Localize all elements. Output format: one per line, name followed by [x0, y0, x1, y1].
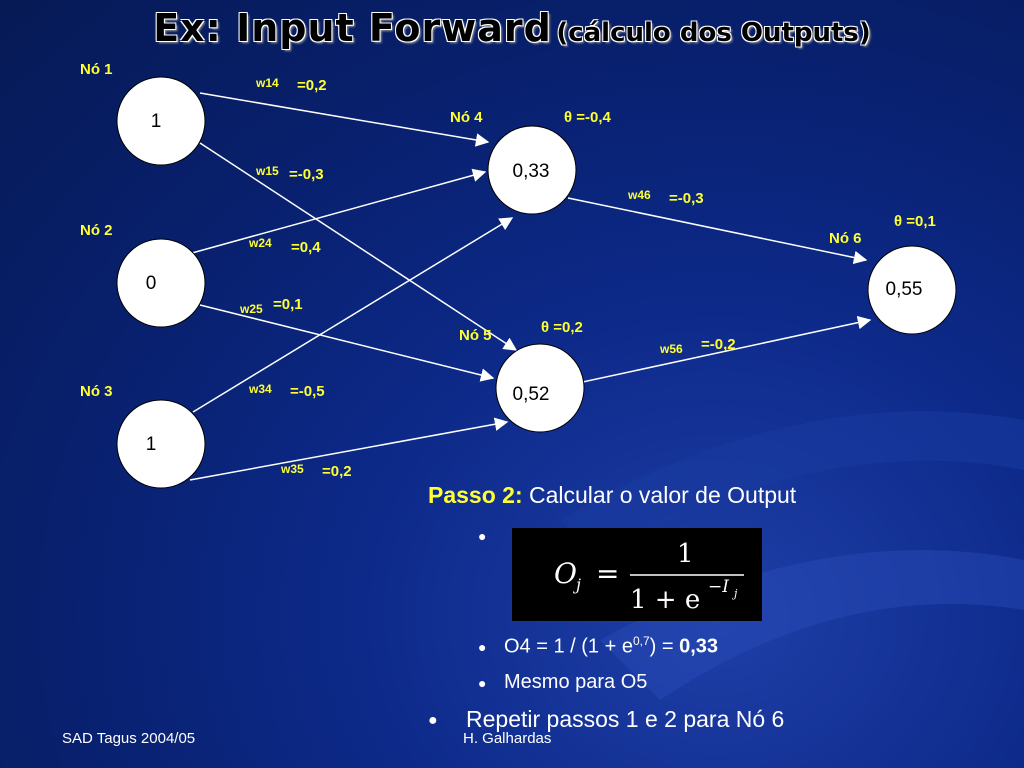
node-6-label: Nó 6 [829, 230, 862, 247]
node-1-label: Nó 1 [80, 61, 113, 78]
edge-w24 [191, 168, 487, 254]
weight-w25-value: =0,1 [273, 296, 303, 313]
weight-w34-name: w34 [249, 382, 272, 396]
node-5 [495, 343, 585, 433]
bullet-dot-icon: ● [478, 674, 487, 691]
o5-text: Mesmo para O5 [504, 671, 648, 693]
node-1 [116, 76, 206, 166]
sigmoid-formula: O j = 1 1 + e −I j [512, 528, 762, 621]
step-text: Calcular o valor de Output [529, 482, 797, 508]
bullet-dot-icon: ● [478, 639, 487, 656]
formula-lhs: O [554, 557, 577, 590]
edge-w35 [189, 417, 509, 481]
title-main: Ex: Input Forward [153, 6, 552, 50]
title-sub: (cálculo dos Outputs) [556, 18, 871, 48]
formula-graphic: O j = 1 1 + e −I j [554, 539, 744, 615]
formula-exponent-sub: j [731, 587, 738, 600]
o4-result: 0,33 [679, 635, 719, 658]
formula-equals: = [596, 557, 619, 590]
weight-w35-name: w35 [281, 462, 304, 476]
repeat-text: Repetir passos 1 e 2 para Nó 6 [466, 706, 785, 732]
bullet-o5: ● Mesmo para O5 [478, 671, 647, 694]
step-label: Passo 2: [428, 482, 523, 508]
node-5-theta: θ =0,2 [541, 319, 583, 336]
node-4 [487, 125, 577, 215]
edge-w56 [577, 315, 872, 384]
node-6-theta: θ =0,1 [894, 213, 936, 230]
weight-w24-value: =0,4 [291, 239, 321, 256]
o4-exponent: 0,7 [632, 634, 650, 648]
edge-w14 [199, 92, 490, 147]
weight-w25-name: w25 [240, 302, 263, 316]
formula-lhs-sub: j [573, 575, 581, 594]
weight-w15-value: =-0,3 [289, 166, 324, 183]
weight-w46-value: =-0,3 [669, 190, 704, 207]
weight-w24-name: w24 [249, 236, 272, 250]
footer-left: SAD Tagus 2004/05 [62, 730, 196, 747]
node-3 [116, 399, 206, 489]
node-1-value: 1 [150, 111, 162, 132]
formula-denominator: 1 + e [630, 585, 700, 615]
weight-w14-name: w14 [256, 76, 279, 90]
bullet-dot-icon: ● [428, 711, 438, 729]
bullet-repeat: ● Repetir passos 1 e 2 para Nó 6 [428, 706, 784, 733]
weight-w56-value: =-0,2 [701, 336, 736, 353]
edge-w46 [567, 197, 868, 265]
node-4-theta: θ =-0,4 [564, 109, 611, 126]
node-2 [116, 238, 206, 328]
page-title: Ex: Input Forward (cálculo dos Outputs) [0, 6, 1024, 50]
node-5-label: Nó 5 [459, 327, 492, 344]
node-3-value: 1 [145, 434, 157, 455]
node-5-value: 0,52 [512, 384, 550, 405]
node-4-value: 0,33 [512, 161, 550, 182]
node-6 [867, 245, 957, 335]
node-6-value: 0,55 [885, 279, 923, 300]
step-heading: Passo 2: Calcular o valor de Output [428, 482, 796, 509]
o4-prefix: O4 = 1 / (1 + e [504, 635, 633, 658]
formula-exponent: −I [708, 577, 729, 597]
weight-w34-value: =-0,5 [290, 383, 325, 400]
node-3-label: Nó 3 [80, 383, 113, 400]
weight-w46-name: w46 [628, 188, 651, 202]
weight-w14-value: =0,2 [297, 77, 327, 94]
bullet-formula: ● [478, 524, 504, 547]
edge-w15 [199, 142, 518, 351]
weight-w35-value: =0,2 [322, 463, 352, 480]
formula-numerator: 1 [677, 539, 694, 569]
footer-center: H. Galhardas [463, 730, 552, 747]
bullet-o4: ● O4 = 1 / (1 + e0,7) = 0,33 [478, 634, 718, 659]
weight-w15-name: w15 [256, 164, 279, 178]
edge-w34 [192, 217, 514, 413]
edge-w25 [199, 304, 495, 382]
bullet-dot-icon: ● [478, 527, 487, 544]
o4-mid: ) = [649, 635, 680, 658]
node-2-label: Nó 2 [80, 222, 113, 239]
node-4-label: Nó 4 [450, 109, 483, 126]
node-2-value: 0 [145, 273, 157, 294]
weight-w56-name: w56 [660, 342, 683, 356]
